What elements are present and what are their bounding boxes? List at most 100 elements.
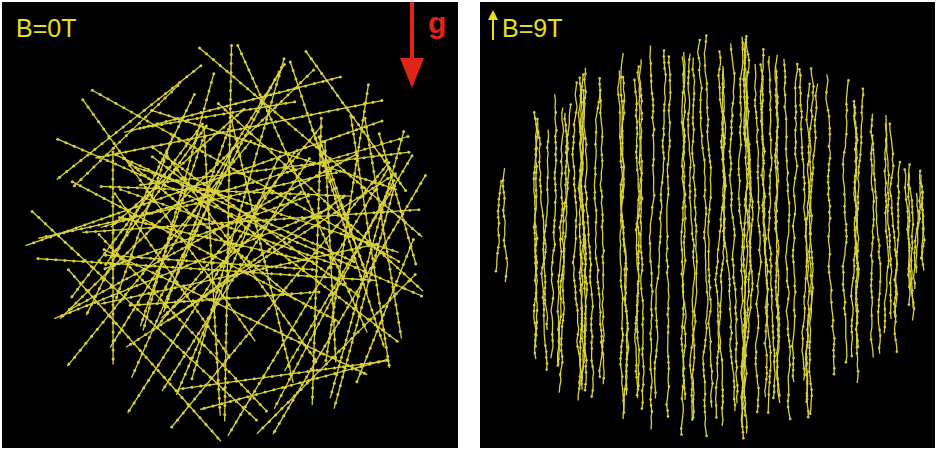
track-point [228, 370, 231, 373]
track-point [345, 338, 348, 341]
track-point [312, 68, 315, 71]
track-point [265, 183, 268, 186]
track-point [182, 412, 185, 415]
track-point [198, 268, 201, 271]
track-point [225, 199, 228, 202]
track-point [320, 72, 323, 75]
track-point [217, 289, 220, 292]
track-point [244, 134, 247, 137]
track-point [323, 285, 326, 288]
track-point [255, 393, 258, 396]
track-point [194, 261, 197, 264]
right-panel [480, 2, 935, 448]
track-point [256, 189, 259, 192]
track-point [285, 254, 288, 257]
track-point [107, 98, 110, 101]
track-point [265, 118, 268, 121]
track-point [89, 225, 92, 228]
track-point [407, 236, 410, 239]
track-point [175, 389, 178, 392]
track-point [379, 277, 382, 280]
track-point [136, 279, 139, 282]
track-point [183, 292, 186, 295]
track-point [69, 311, 72, 314]
track-point [212, 332, 215, 335]
track-point [186, 264, 189, 267]
track-point [334, 278, 337, 281]
track-point [243, 100, 246, 103]
track-point [73, 145, 76, 148]
track-point [266, 110, 269, 113]
track-point [115, 296, 118, 299]
track-point [232, 204, 235, 207]
track-point [79, 349, 82, 352]
track-point [278, 71, 281, 74]
track-point [186, 295, 189, 298]
track-point [169, 383, 172, 386]
track-point [121, 279, 124, 282]
track-point [320, 144, 323, 147]
track-point [340, 356, 343, 359]
track-point [308, 157, 311, 160]
track-point [103, 302, 106, 305]
track-point [128, 164, 131, 167]
track-point [388, 193, 391, 196]
track-point [299, 292, 302, 295]
track-point [355, 163, 358, 166]
track-point [354, 157, 357, 160]
track-point [178, 318, 181, 321]
track-point [144, 186, 147, 189]
track-point [241, 132, 244, 135]
track-point [278, 227, 281, 230]
track-point [224, 368, 227, 371]
track-point [239, 235, 242, 238]
track-point [173, 252, 176, 255]
track-point [344, 256, 347, 259]
track-point [411, 154, 414, 157]
track-point [203, 183, 206, 186]
track-point [192, 70, 195, 73]
track-point [300, 164, 303, 167]
track-point [290, 337, 293, 340]
track-point [276, 312, 279, 315]
track-point [378, 217, 381, 220]
track-point [332, 178, 335, 181]
track-point [261, 96, 264, 99]
track-point [230, 62, 233, 65]
track-point [318, 171, 321, 174]
track-point [164, 92, 167, 95]
track-point [238, 318, 241, 321]
track-point [347, 109, 350, 112]
track-point [170, 247, 173, 250]
track-point [345, 302, 348, 305]
track-point [197, 332, 200, 335]
track-point [258, 248, 261, 251]
track-point [407, 135, 410, 138]
track-point [251, 208, 254, 211]
track-point [321, 252, 324, 255]
track-point [233, 349, 236, 352]
track-point [122, 219, 125, 222]
track-point [159, 112, 162, 115]
track-point [240, 52, 243, 55]
track-point [240, 264, 243, 267]
track-point [297, 274, 300, 277]
track-point [250, 246, 253, 249]
track-point [186, 138, 189, 141]
track-point [254, 212, 257, 215]
track-point [328, 294, 331, 297]
track-point [196, 182, 199, 185]
track-point [267, 307, 270, 310]
track-point [139, 173, 142, 176]
track-point [258, 382, 261, 385]
track-point [260, 135, 263, 138]
track-point [279, 194, 282, 197]
track-point [295, 234, 298, 237]
track-point [178, 363, 181, 366]
track-point [172, 188, 175, 191]
track-point [284, 195, 287, 198]
track-point [299, 313, 302, 316]
track-point [193, 410, 196, 413]
track-point [152, 146, 155, 149]
